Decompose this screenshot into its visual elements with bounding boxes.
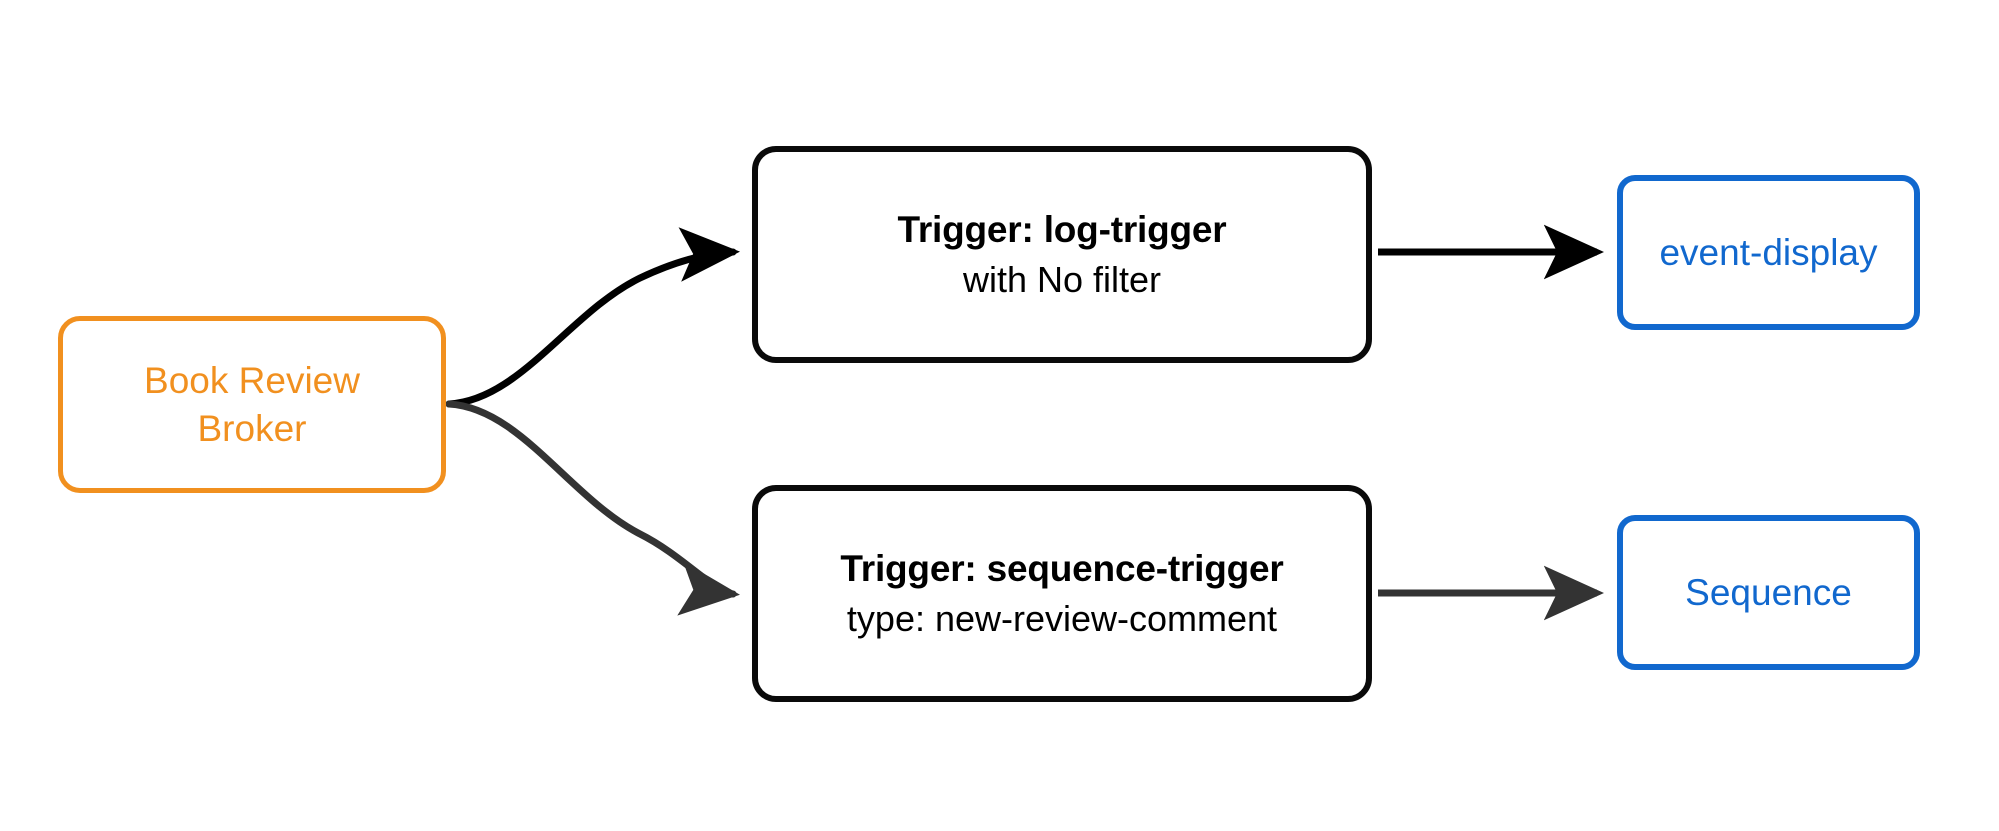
event-display-label: event-display (1659, 231, 1878, 273)
node-event-display[interactable]: event-display (1617, 175, 1920, 330)
log-trigger-title: Trigger: log-trigger (897, 208, 1227, 250)
sequence-trigger-title: Trigger: sequence-trigger (840, 547, 1284, 589)
log-trigger-subtitle: with No filter (962, 259, 1162, 301)
broker-label-line2: Broker (197, 407, 307, 449)
broker-label-line1: Book Review (144, 360, 360, 402)
edge-broker-to-log-trigger (445, 227, 740, 408)
node-sequence-trigger[interactable]: Trigger: sequence-trigger type: new-revi… (752, 485, 1372, 702)
sequence-trigger-subtitle: type: new-review-comment (846, 598, 1278, 640)
node-book-review-broker[interactable]: Book Review Broker (58, 316, 446, 493)
node-log-trigger[interactable]: Trigger: log-trigger with No filter (752, 146, 1372, 363)
sequence-label: Sequence (1685, 571, 1852, 613)
edge-broker-to-sequence-trigger (445, 400, 740, 616)
node-sequence[interactable]: Sequence (1617, 515, 1920, 670)
